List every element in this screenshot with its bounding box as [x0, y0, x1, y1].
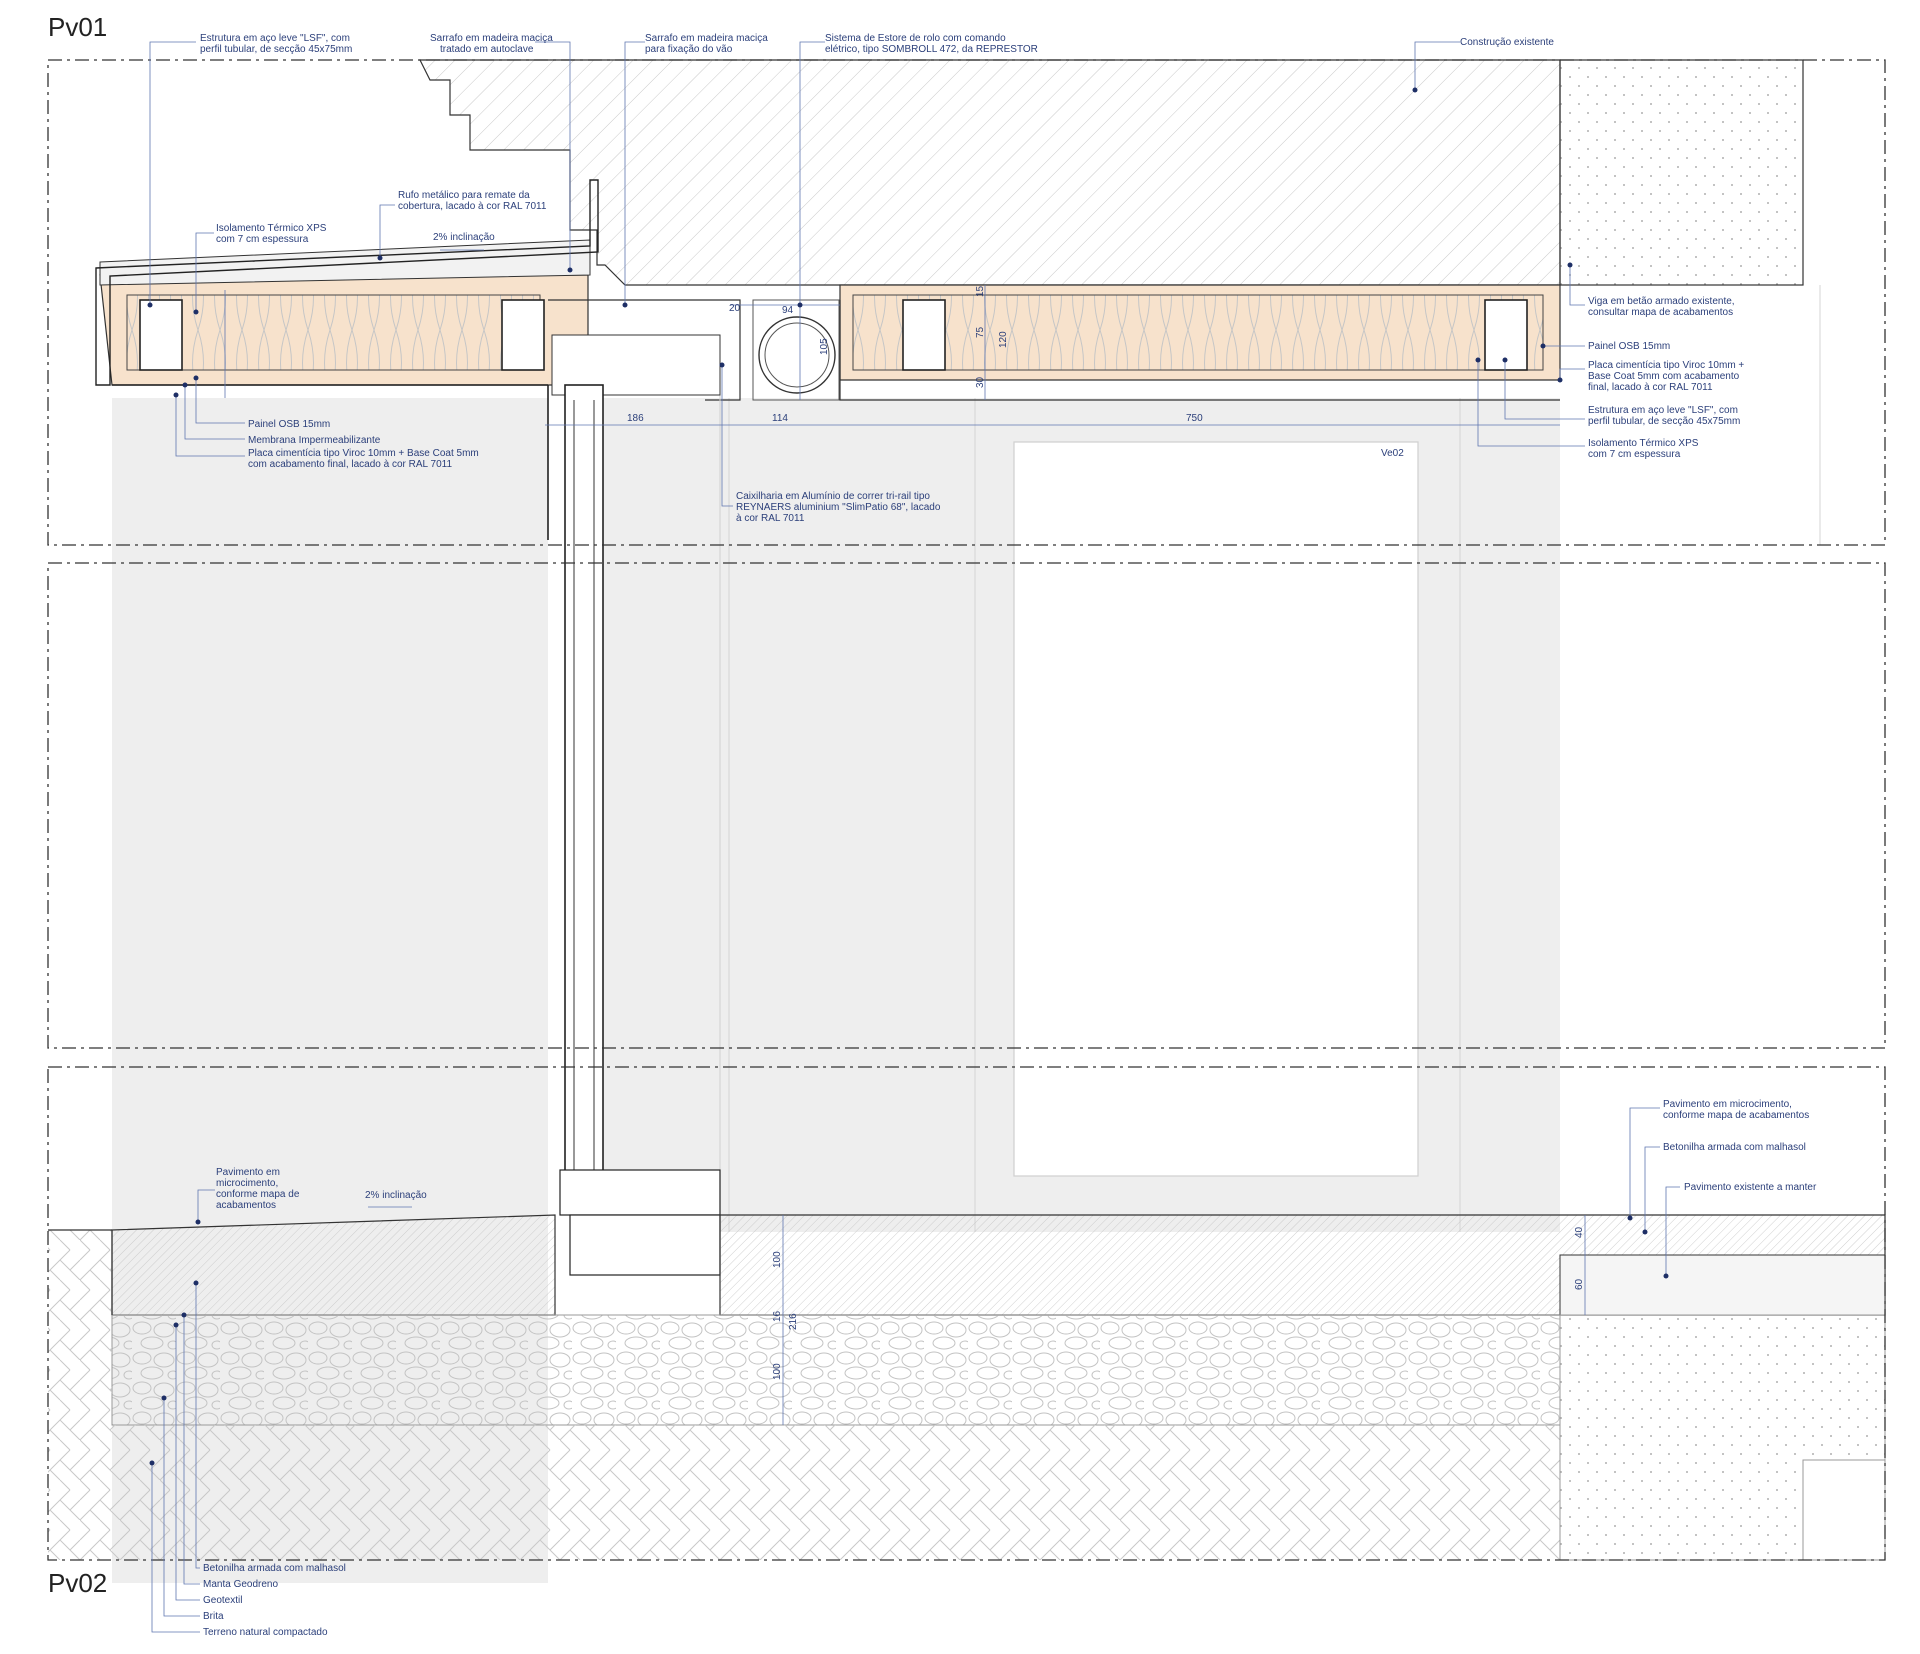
section-title-bottom: Pv02: [48, 1568, 107, 1598]
dim-16: 16: [772, 1310, 783, 1322]
label-caixilharia: Caixilharia em Alumínio de correr tri-ra…: [736, 491, 941, 524]
leader-lines: [147, 41, 1680, 1633]
wall-backgrounds: [112, 285, 1821, 1583]
label-osb-left: Painel OSB 15mm: [248, 419, 330, 430]
dim-114: 114: [772, 413, 788, 424]
label-construcao-existente: Construção existente: [1460, 37, 1554, 48]
dim-105: 105: [819, 338, 830, 355]
label-placa-right: Placa cimentícia tipo Viroc 10mm +Base C…: [1588, 360, 1744, 393]
dim-75: 75: [975, 326, 986, 338]
dim-30: 30: [975, 376, 986, 388]
dim-94: 94: [782, 305, 794, 316]
label-betonilha-right: Betonilha armada com malhasol: [1663, 1142, 1806, 1153]
label-manta-geodreno: Manta Geodreno: [203, 1579, 278, 1590]
dim-15: 15: [975, 285, 986, 297]
dim-216: 216: [788, 1313, 799, 1330]
roof-slope-label: 2% inclinação: [433, 232, 495, 243]
floor-slope-label: 2% inclinação: [365, 1190, 427, 1201]
label-geotextil: Geotextil: [203, 1595, 242, 1606]
window-frame: [559, 384, 721, 1276]
dim-750: 750: [1186, 413, 1203, 424]
label-terreno: Terreno natural compactado: [203, 1627, 328, 1638]
label-viga: Viga em betão armado existente,consultar…: [1588, 296, 1735, 318]
floor-section: [48, 1214, 1886, 1561]
detail-frames: [47, 59, 1886, 1561]
dim-120: 120: [998, 331, 1009, 348]
label-betonilha-bottom: Betonilha armada com malhasol: [203, 1563, 346, 1574]
window-tag: Ve02: [1381, 448, 1404, 459]
dim-100-lower: 100: [772, 1363, 783, 1380]
label-brita: Brita: [203, 1611, 224, 1622]
label-osb-right: Painel OSB 15mm: [1588, 341, 1670, 352]
dim-20: 20: [729, 303, 741, 314]
label-pavimento-right: Pavimento em microcimento,conforme mapa …: [1663, 1099, 1809, 1121]
dim-100-upper: 100: [772, 1251, 783, 1268]
dim-186: 186: [627, 413, 644, 424]
section-title-top: Pv01: [48, 12, 107, 42]
dim-60: 60: [1574, 1278, 1585, 1290]
existing-construction: [419, 59, 1804, 286]
dim-40: 40: [1574, 1226, 1585, 1238]
label-pavimento-existente: Pavimento existente a manter: [1684, 1182, 1817, 1193]
label-membrana: Membrana Impermeabilizante: [248, 435, 381, 446]
label-placa-left: Placa cimentícia tipo Viroc 10mm + Base …: [248, 448, 479, 470]
dimension-lines: [224, 285, 1586, 1425]
